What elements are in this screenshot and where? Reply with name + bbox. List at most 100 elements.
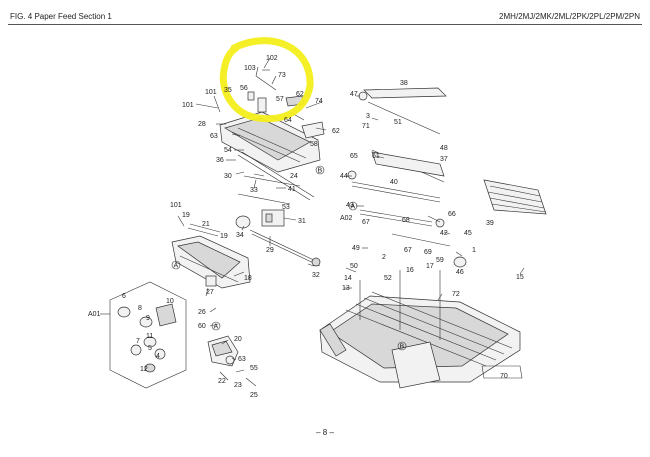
callout-31: 31 xyxy=(298,218,306,225)
header-rule xyxy=(8,24,642,25)
callout-48: 48 xyxy=(440,145,448,152)
callout-22: 22 xyxy=(218,378,226,385)
callout-101-left: 101 xyxy=(182,102,194,109)
callout-labels: 102 103 73 101 35 56 62 74 101 57 28 64 … xyxy=(88,55,524,399)
callout-54: 54 xyxy=(224,147,232,154)
callout-6: 6 xyxy=(122,293,126,300)
ref-a-right: A xyxy=(351,204,356,211)
callout-41: 41 xyxy=(288,186,296,193)
callout-47: 47 xyxy=(350,91,358,98)
callout-19-upper: 19 xyxy=(182,212,190,219)
callout-4: 4 xyxy=(156,353,160,360)
callout-61: 61 xyxy=(372,153,380,160)
ref-b-lower: B xyxy=(400,344,405,351)
callout-37: 37 xyxy=(440,156,448,163)
callout-58: 58 xyxy=(310,141,318,148)
feed-shaft-assembly xyxy=(235,151,321,267)
callout-14: 14 xyxy=(344,275,352,282)
callout-25: 25 xyxy=(250,392,258,399)
callout-64: 64 xyxy=(284,117,292,124)
highlight-circle xyxy=(219,37,314,123)
callout-39: 39 xyxy=(486,220,494,227)
callout-2: 2 xyxy=(382,254,386,261)
callout-36: 36 xyxy=(216,157,224,164)
tray-insert-70 xyxy=(481,365,523,379)
callout-34: 34 xyxy=(236,232,244,239)
callout-23: 23 xyxy=(234,382,242,389)
callout-51: 51 xyxy=(394,119,402,126)
callout-32: 32 xyxy=(312,272,320,279)
figure-title: FIG. 4 Paper Feed Section 1 xyxy=(10,12,112,21)
callout-15: 15 xyxy=(516,274,524,281)
callout-69: 69 xyxy=(424,249,432,256)
callout-33: 33 xyxy=(250,187,258,194)
callout-44: 44 xyxy=(340,173,348,180)
callout-55: 55 xyxy=(250,365,258,372)
ref-b-upper: B xyxy=(318,168,323,175)
paper-guide-tray xyxy=(483,179,547,215)
connection-refs: B A A A B xyxy=(171,165,407,351)
ref-a-left: A xyxy=(174,263,179,270)
callout-9: 9 xyxy=(146,315,150,322)
callout-29: 29 xyxy=(266,247,274,254)
callout-43: 43 xyxy=(346,202,354,209)
lower-left-bracket xyxy=(207,335,257,387)
callout-103: 103 xyxy=(244,65,256,72)
callout-35: 35 xyxy=(224,87,232,94)
callout-49: 49 xyxy=(352,245,360,252)
callout-20: 20 xyxy=(234,336,242,343)
callout-18: 18 xyxy=(244,275,252,282)
callout-67-upper: 67 xyxy=(362,219,370,226)
callout-101-mid: 101 xyxy=(170,202,182,209)
callout-17: 17 xyxy=(426,263,434,270)
callout-52: 52 xyxy=(384,275,392,282)
callout-19-lower: 19 xyxy=(220,233,228,240)
left-guide-frame xyxy=(171,223,251,289)
callout-65: 65 xyxy=(350,153,358,160)
callout-26: 26 xyxy=(198,309,206,316)
callout-45: 45 xyxy=(464,230,472,237)
callout-11: 11 xyxy=(146,333,153,340)
callout-30: 30 xyxy=(224,173,232,180)
callout-101-upper: 101 xyxy=(205,89,217,96)
callout-16: 16 xyxy=(406,267,414,274)
callout-27: 27 xyxy=(206,289,214,296)
callout-28: 28 xyxy=(198,121,206,128)
callout-46: 46 xyxy=(456,269,464,276)
callout-13: 13 xyxy=(342,285,350,292)
callout-3: 3 xyxy=(366,113,370,120)
callout-70: 70 xyxy=(500,373,508,380)
callout-10: 10 xyxy=(166,298,174,305)
main-frame xyxy=(319,270,521,389)
callout-50: 50 xyxy=(350,263,358,270)
callout-38: 38 xyxy=(400,80,408,87)
callout-a01: A01 xyxy=(88,311,101,318)
leader-lines xyxy=(100,57,525,373)
callout-62-upper: 62 xyxy=(296,91,304,98)
callout-40: 40 xyxy=(390,179,398,186)
callout-53: 53 xyxy=(282,204,290,211)
callout-74: 74 xyxy=(315,98,323,105)
callout-56: 56 xyxy=(240,85,248,92)
callout-1: 1 xyxy=(472,247,476,254)
callout-62-right: 62 xyxy=(332,128,340,135)
callout-a02: A02 xyxy=(340,215,353,222)
callout-71: 71 xyxy=(362,123,370,130)
callout-73: 73 xyxy=(278,72,286,79)
callout-5: 5 xyxy=(148,345,152,352)
callout-72: 72 xyxy=(452,291,460,298)
upper-rail-and-rollers xyxy=(347,87,467,268)
callout-8: 8 xyxy=(138,305,142,312)
model-list: 2MH/2MJ/2MK/2ML/2PK/2PL/2PM/2PN xyxy=(499,12,640,21)
callout-57: 57 xyxy=(276,96,284,103)
callout-42: 42 xyxy=(440,230,448,237)
a01-roller-subassembly xyxy=(109,281,187,389)
callout-59: 59 xyxy=(436,257,444,264)
callout-60: 60 xyxy=(198,323,206,330)
callout-21: 21 xyxy=(202,221,210,228)
callout-7: 7 xyxy=(136,338,140,345)
callout-12: 12 xyxy=(140,366,148,373)
callout-67-lower: 67 xyxy=(404,247,412,254)
ref-a-lower: A xyxy=(214,324,219,331)
